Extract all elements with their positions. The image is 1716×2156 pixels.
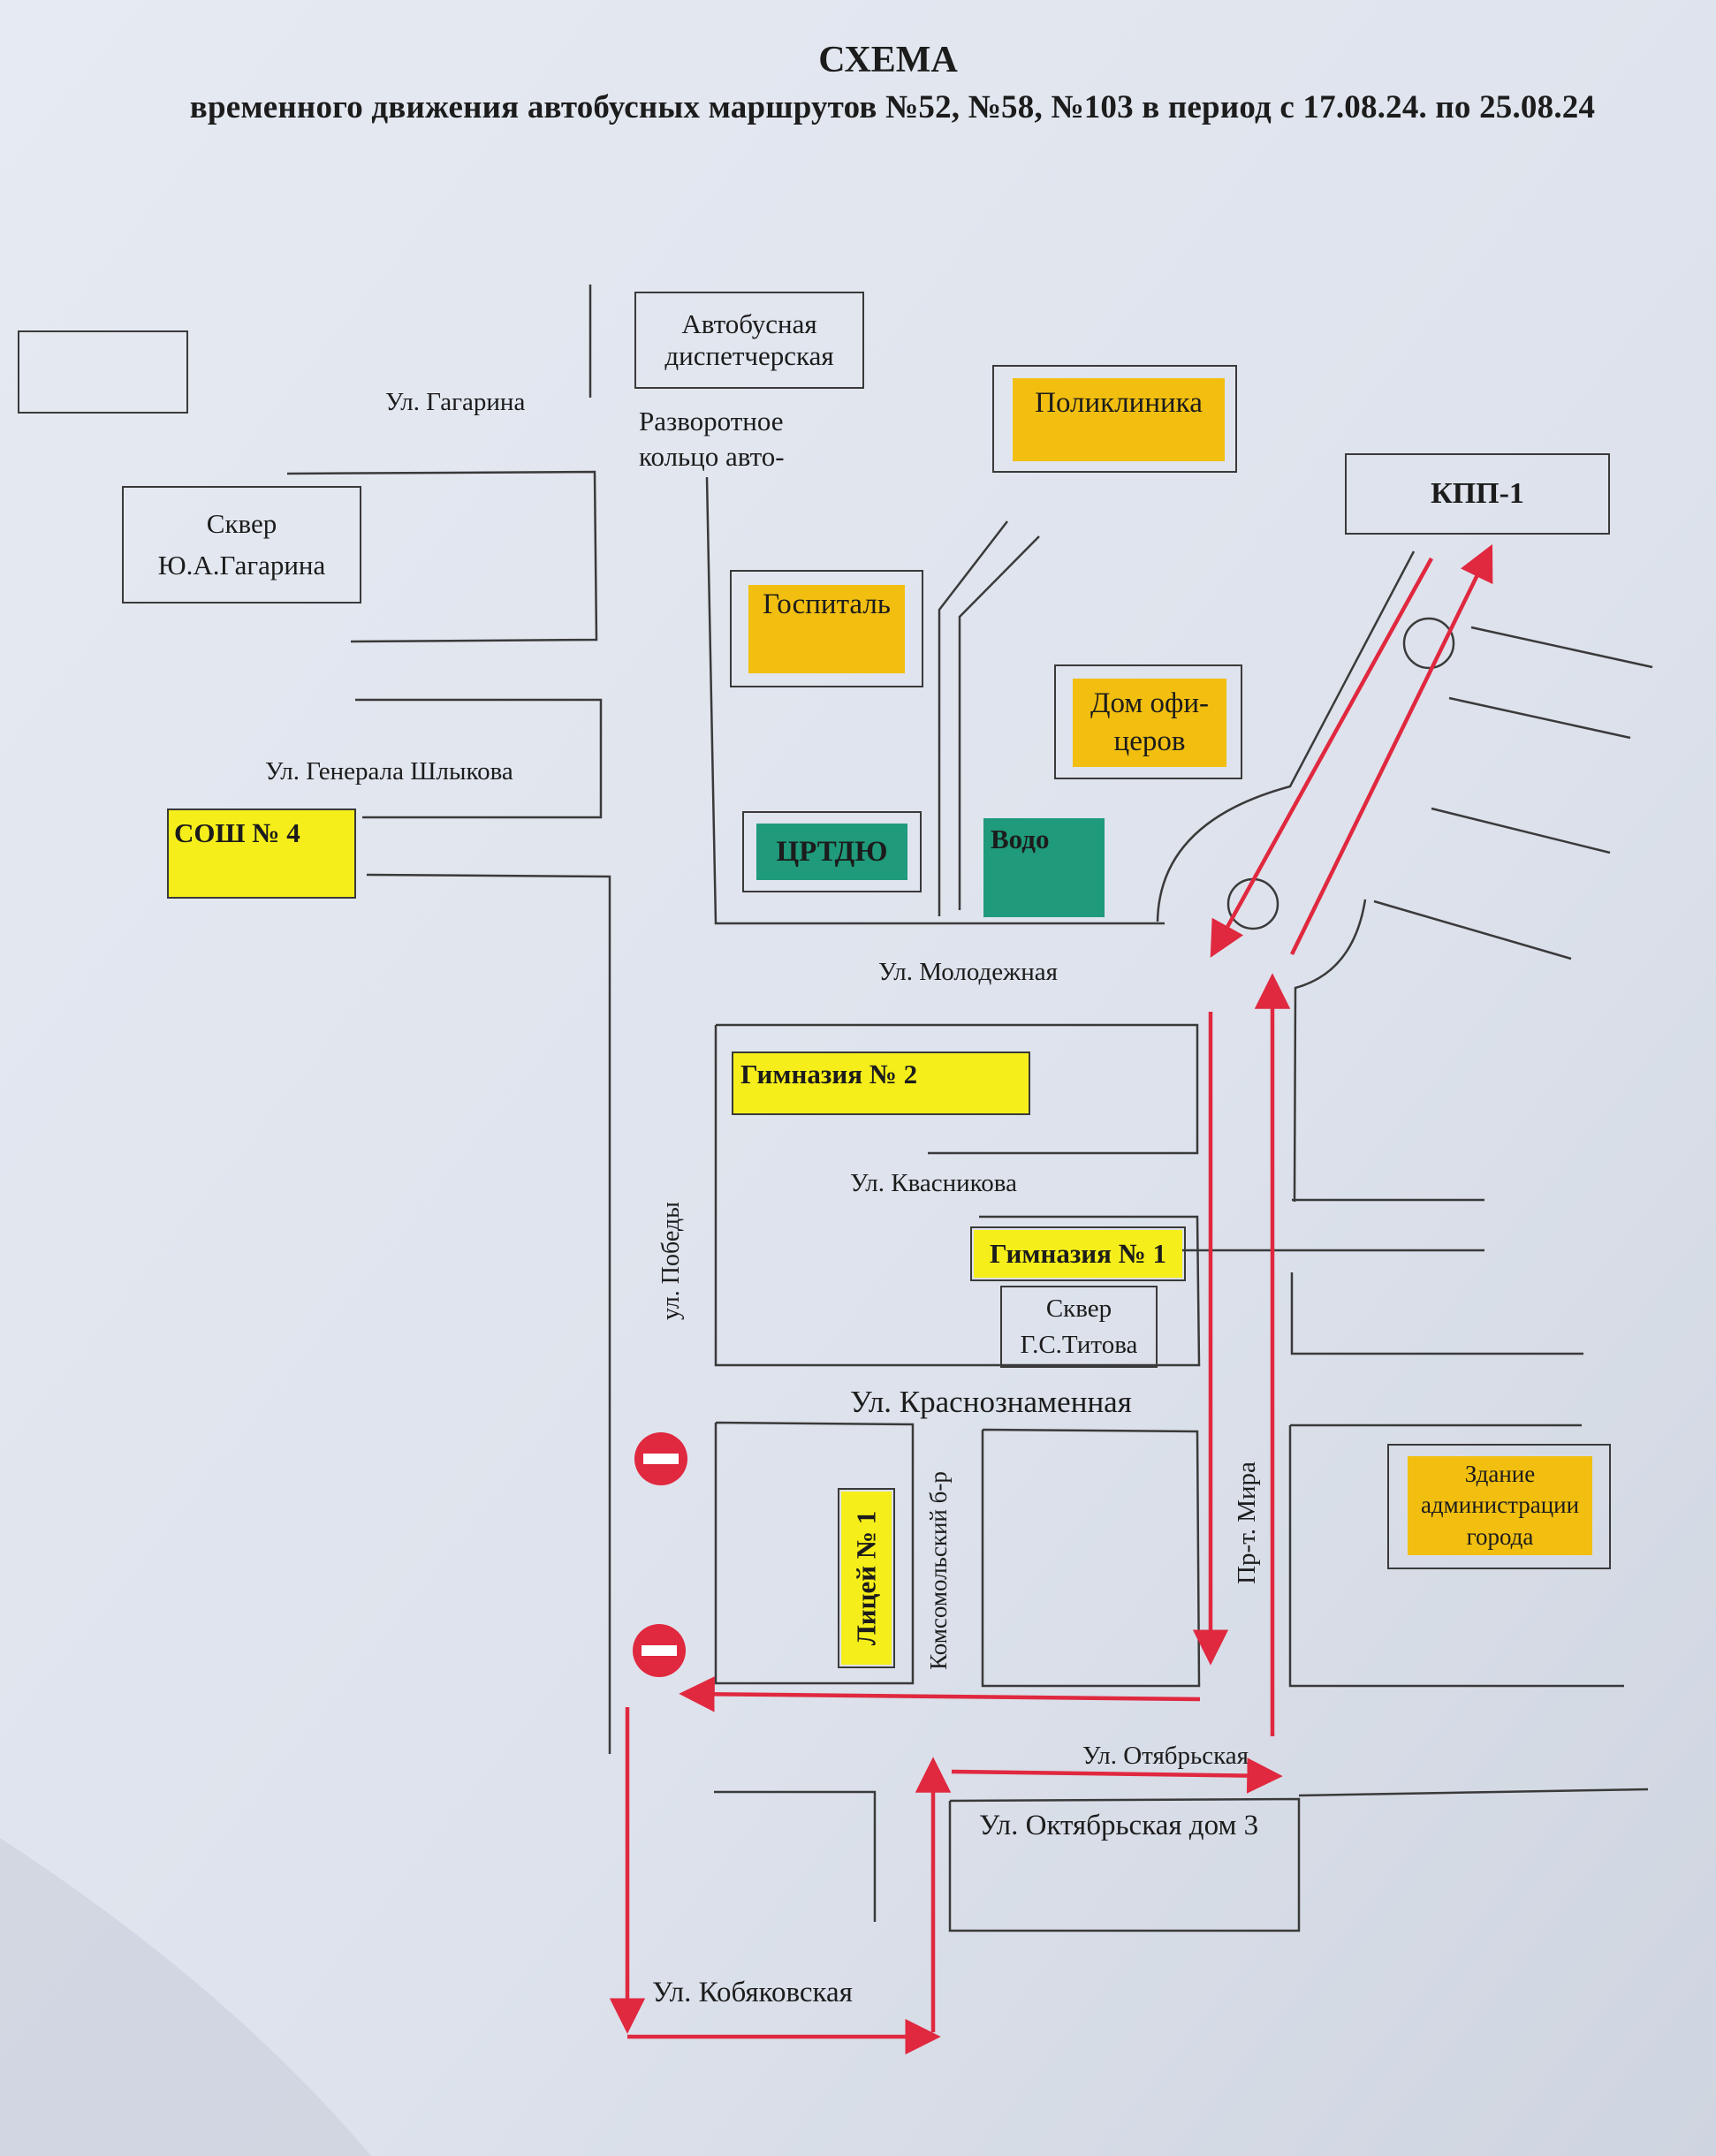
unlabeled-building bbox=[18, 330, 188, 414]
lyceum1-building: Лицей № 1 bbox=[841, 1492, 892, 1665]
officers-house-building: Дом офи- церов bbox=[1073, 679, 1226, 767]
gymnasium2-building: Гимназия № 2 bbox=[733, 1053, 1029, 1113]
street-shlykova: Ул. Генерала Шлыкова bbox=[265, 757, 513, 786]
polyclinic-building: Поликлиника bbox=[1013, 378, 1225, 461]
crtdu-building: ЦРТДЮ bbox=[756, 824, 907, 880]
street-pobedy: ул. Победы bbox=[657, 1202, 685, 1320]
temporary-route bbox=[609, 543, 1493, 2055]
lyceum1-frame: Лицей № 1 bbox=[838, 1488, 895, 1668]
officers-house-frame: Дом офи- церов bbox=[1054, 664, 1242, 779]
street-gagarina: Ул. Гагарина bbox=[385, 388, 526, 416]
school4-frame: СОШ № 4 bbox=[167, 808, 356, 899]
street-krasnoznamennaya: Ул. Краснознаменная bbox=[850, 1385, 1132, 1419]
paper-fold-shadow bbox=[0, 1838, 371, 2156]
titov-square: Сквер Г.С.Титова bbox=[1000, 1286, 1158, 1368]
street-pobedy-wrap: ул. Победы bbox=[610, 1202, 733, 1320]
no-entry-sign-icon bbox=[634, 1432, 687, 1485]
officers-house-line2: церов bbox=[1113, 725, 1186, 757]
polyclinic-frame: Поликлиника bbox=[992, 365, 1237, 473]
city-admin-line2: администрации bbox=[1420, 1492, 1580, 1519]
street-otyabrskaya: Ул. Отябрьская bbox=[1082, 1742, 1249, 1770]
crtdu-frame: ЦРТДЮ bbox=[742, 811, 922, 892]
gagarin-square-line1: Сквер bbox=[206, 508, 277, 539]
titov-square-line1: Сквер bbox=[1045, 1294, 1112, 1323]
turnaround-label-line2: кольцо авто- bbox=[639, 441, 785, 472]
oktyabrskaya-3-label: Ул. Октябрьская дом 3 bbox=[979, 1810, 1259, 1841]
street-molodezhnaya: Ул. Молодежная bbox=[878, 958, 1058, 986]
city-admin-line3: города bbox=[1466, 1522, 1534, 1550]
city-admin-frame: Здание администрации города bbox=[1387, 1444, 1611, 1569]
city-admin-building: Здание администрации города bbox=[1408, 1456, 1592, 1555]
street-kobyakovskaya: Ул. Кобяковская bbox=[652, 1977, 853, 2008]
hospital-building: Госпиталь bbox=[748, 585, 905, 673]
street-lines bbox=[286, 285, 1653, 1932]
bus-dispatch-label-line1: Автобусная bbox=[681, 308, 817, 339]
city-admin-line1: Здание bbox=[1464, 1461, 1536, 1488]
street-komsomolsky: Комсомольский б-р bbox=[924, 1470, 952, 1670]
gymnasium1-building: Гимназия № 1 bbox=[974, 1230, 1182, 1278]
roundabout-circle-icon bbox=[1402, 617, 1455, 670]
turnaround-label-line1: Разворотное bbox=[639, 406, 784, 437]
street-mira: Пр-т. Мира bbox=[1232, 1461, 1261, 1584]
street-kvasnikova: Ул. Квасникова bbox=[850, 1169, 1017, 1197]
gagarin-square-line2: Ю.А.Гагарина bbox=[157, 549, 326, 581]
schema-subtitle: временного движения автобусных маршрутов… bbox=[189, 89, 1596, 125]
vodo-building: Водо bbox=[983, 818, 1105, 917]
hospital-frame: Госпиталь bbox=[730, 570, 923, 687]
titov-square-line2: Г.С.Титова bbox=[1020, 1330, 1138, 1359]
gymnasium1-frame: Гимназия № 1 bbox=[970, 1226, 1186, 1281]
no-entry-sign-icon bbox=[633, 1624, 686, 1677]
street-komsomolsky-wrap: Комсомольский б-р bbox=[828, 1471, 1049, 1670]
school4-building: СОШ № 4 bbox=[169, 810, 354, 897]
street-mira-wrap: Пр-т. Мира bbox=[1185, 1461, 1309, 1584]
bus-dispatch-label-line2: диспетчерская bbox=[664, 340, 834, 371]
schema-title: СХЕМА bbox=[818, 40, 958, 80]
bus-dispatch-building: Автобусная диспетчерская bbox=[634, 292, 864, 389]
checkpoint-kpp1: КПП-1 bbox=[1345, 453, 1610, 535]
gymnasium2-frame: Гимназия № 2 bbox=[732, 1051, 1030, 1115]
officers-house-line1: Дом офи- bbox=[1090, 687, 1210, 720]
gagarin-square: Сквер Ю.А.Гагарина bbox=[122, 486, 361, 604]
